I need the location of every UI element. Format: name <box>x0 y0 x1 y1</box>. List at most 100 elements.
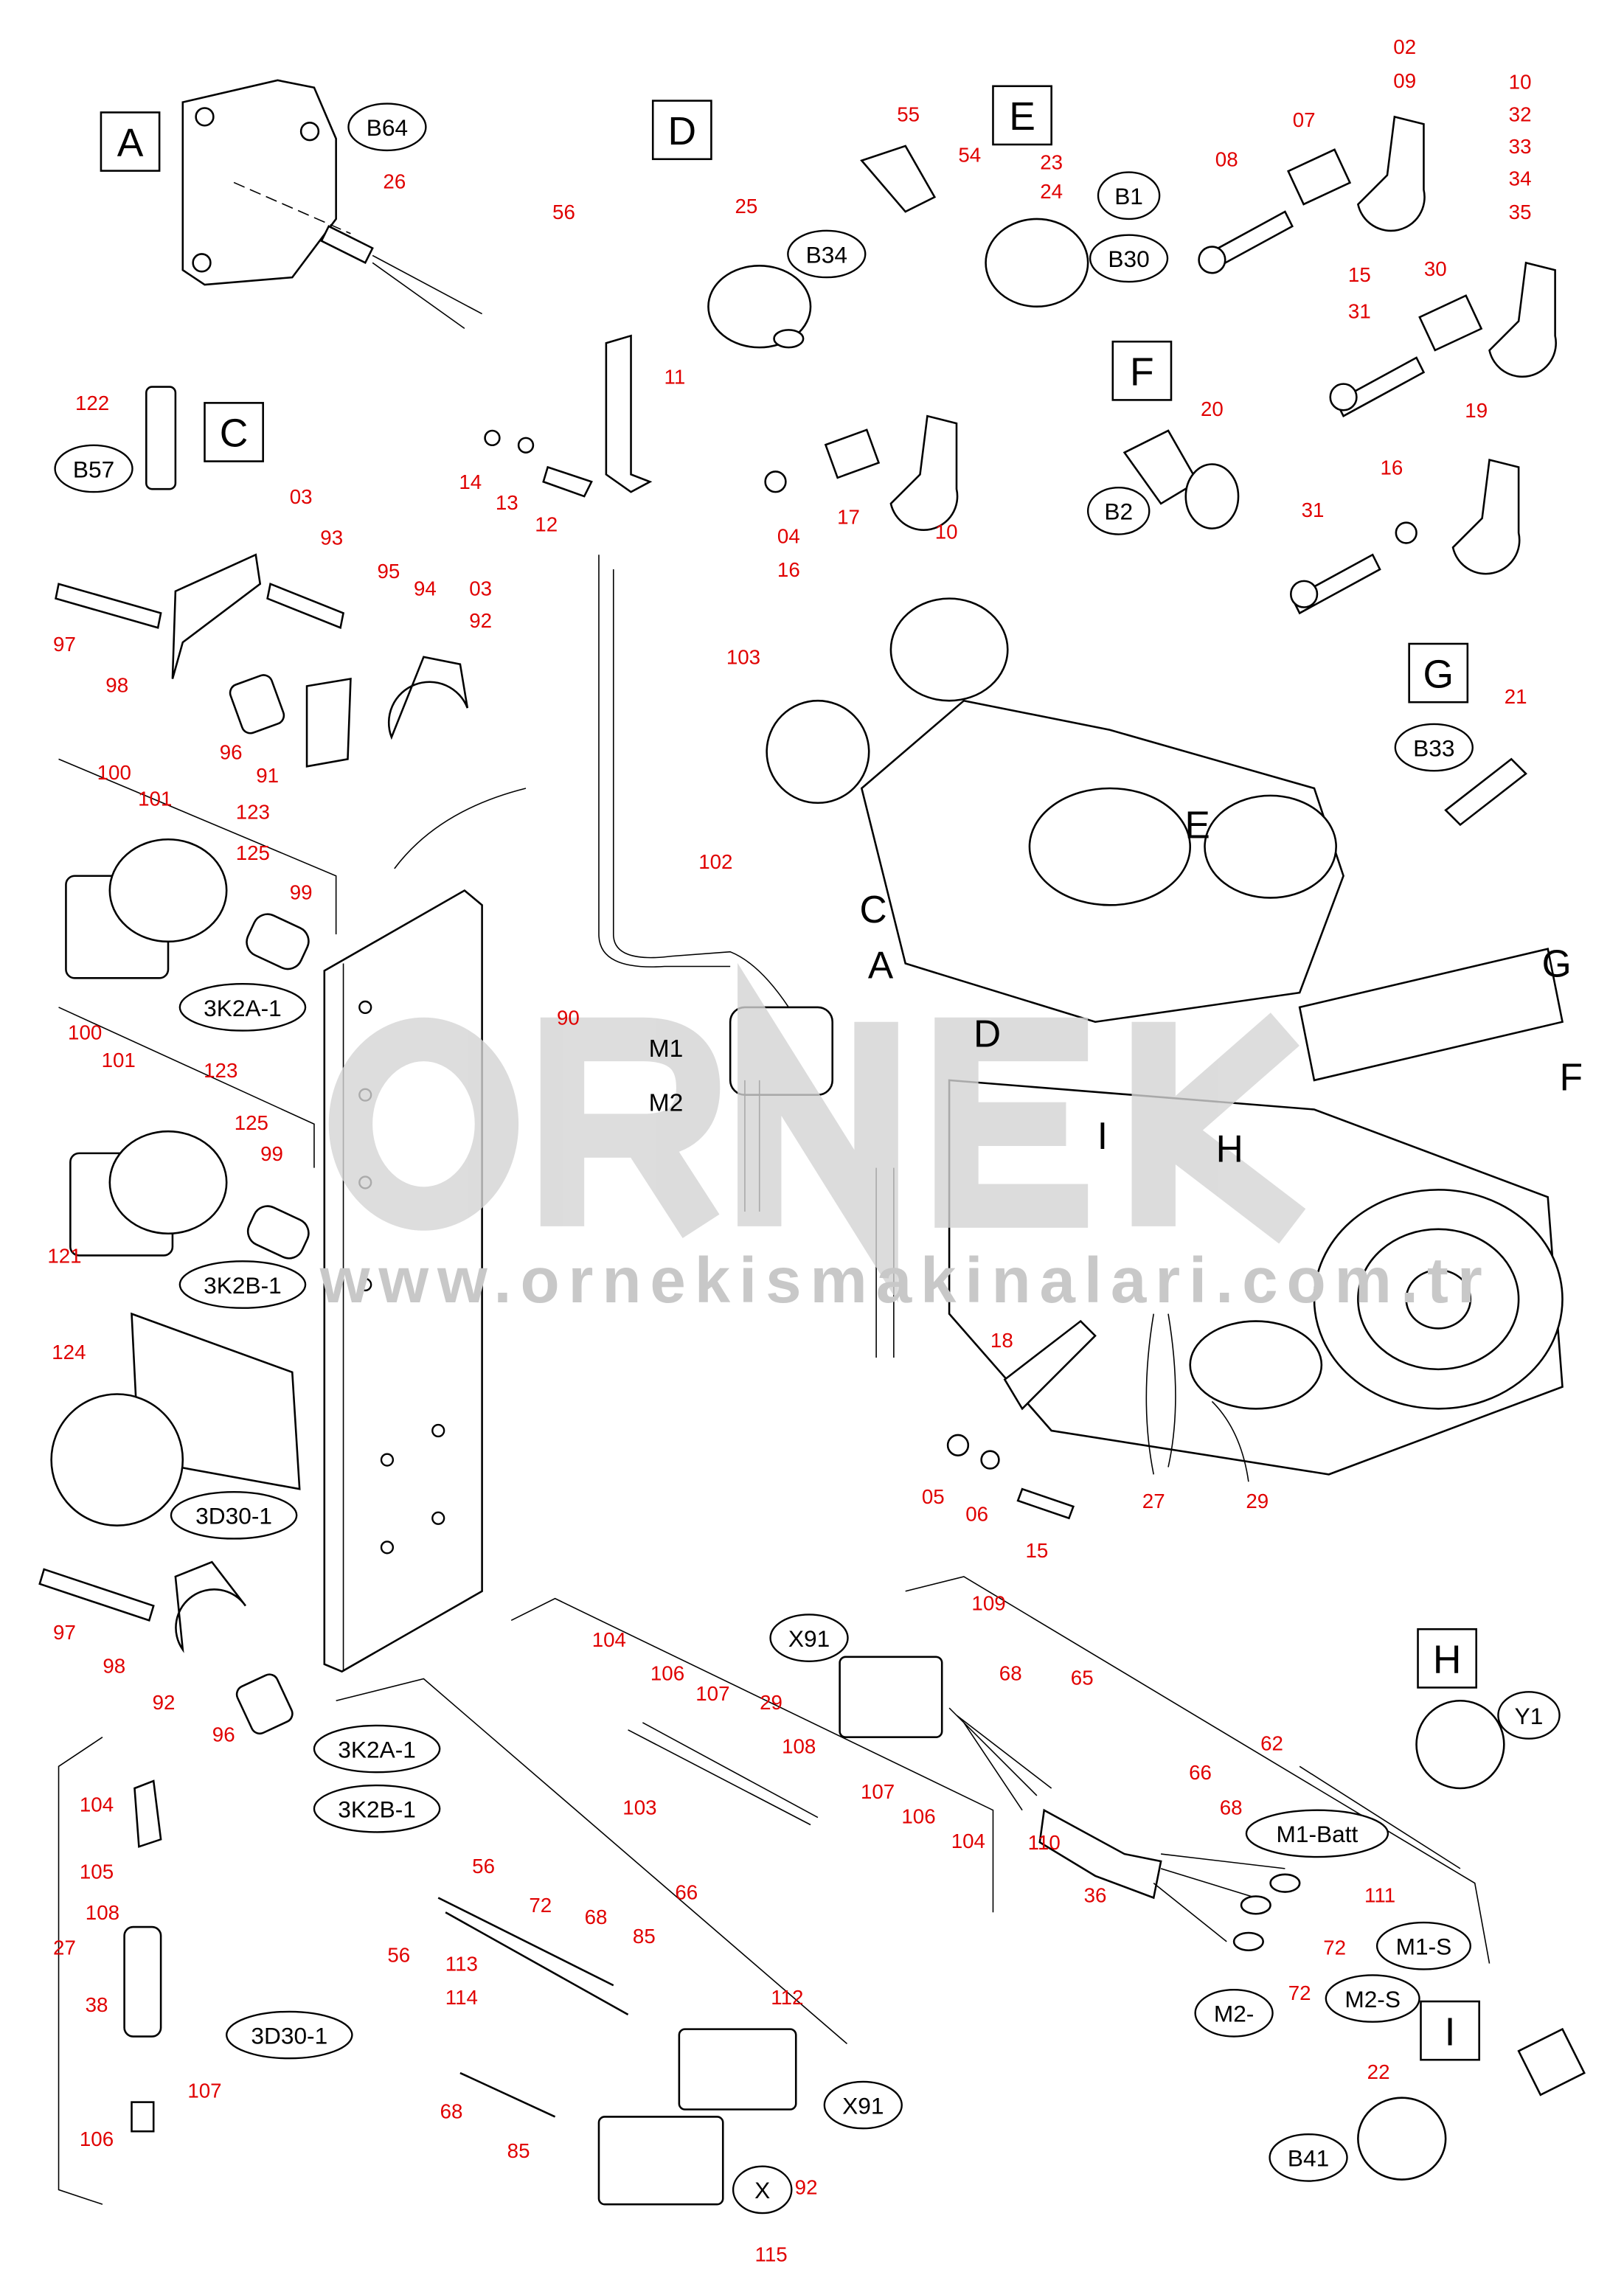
part-number: 56 <box>387 1944 410 1967</box>
part-number: 19 <box>1465 399 1488 422</box>
part-number: 125 <box>235 1111 268 1134</box>
part-number: 17 <box>837 506 860 529</box>
part-number: 56 <box>472 1855 495 1878</box>
watermark-letter-k <box>1131 1012 1306 1244</box>
part-number: 56 <box>552 201 575 223</box>
part-number: 121 <box>47 1244 81 1267</box>
reference-code: B2 <box>1104 499 1133 525</box>
part-number: 22 <box>1367 2060 1390 2083</box>
reference-code: B30 <box>1108 246 1149 272</box>
part-number: 11 <box>664 366 686 389</box>
part-number: 35 <box>1509 201 1532 223</box>
part-number: 62 <box>1260 1732 1283 1755</box>
reference-code: B34 <box>806 241 847 268</box>
view-callout-letter: E <box>1184 803 1210 846</box>
part-number: 124 <box>52 1341 86 1364</box>
part-number: 05 <box>922 1485 945 1508</box>
part-number: 55 <box>897 103 920 125</box>
part-number: 111 <box>1364 1883 1395 1906</box>
part-number: 96 <box>212 1723 235 1746</box>
reference-ellipse <box>170 1490 298 1540</box>
reference-code: 3K2A-1 <box>338 1736 416 1762</box>
part-number: 105 <box>80 1861 114 1883</box>
part-number: 103 <box>726 646 760 669</box>
part-number: 122 <box>75 392 109 414</box>
part-number: 38 <box>86 1993 108 2016</box>
reference-ellipse <box>787 229 867 279</box>
part-number: 108 <box>86 1901 119 1924</box>
part-number: 08 <box>1215 148 1238 171</box>
part-number: 104 <box>80 1793 114 1816</box>
reference-code: 3K2B-1 <box>204 1272 282 1299</box>
reference-ellipse <box>178 1260 307 1309</box>
reference-ellipse <box>313 1724 441 1774</box>
view-callout-letter: F <box>1560 1056 1583 1099</box>
reference-ellipse <box>225 2010 353 2060</box>
part-number: 104 <box>592 1628 626 1651</box>
part-number: 06 <box>965 1503 988 1526</box>
part-number: 12 <box>535 513 558 536</box>
part-number: 54 <box>958 144 981 167</box>
part-number: 123 <box>236 801 270 824</box>
part-number: 33 <box>1509 135 1532 158</box>
reference-ellipse <box>347 103 427 152</box>
watermark-letter-n <box>738 962 898 1303</box>
part-number: 10 <box>1509 71 1532 94</box>
part-number: 106 <box>650 1662 684 1685</box>
part-number: 106 <box>901 1805 935 1828</box>
watermark-brand-logo <box>328 962 1306 1303</box>
part-number: 23 <box>1040 151 1063 174</box>
part-number: 104 <box>951 1830 985 1852</box>
part-number: 103 <box>622 1796 656 1819</box>
section-box <box>204 402 264 462</box>
motor-callout: M1 <box>649 1035 684 1063</box>
reference-code: B1 <box>1114 183 1143 209</box>
part-number: 91 <box>256 764 279 787</box>
reference-code: X91 <box>842 2092 884 2119</box>
part-number: 65 <box>1071 1666 1094 1689</box>
part-number: 85 <box>507 2139 530 2162</box>
part-number: 92 <box>469 609 492 632</box>
reference-ellipse <box>823 2080 903 2130</box>
part-number: 16 <box>777 558 800 581</box>
watermark-letter-r <box>540 1017 721 1238</box>
part-number: 27 <box>1142 1490 1165 1512</box>
part-number: 26 <box>383 170 406 192</box>
part-number: 36 <box>1084 1883 1107 1906</box>
reference-ellipse <box>732 2165 793 2215</box>
section-box <box>1408 642 1469 704</box>
part-number: 68 <box>1220 1796 1243 1819</box>
part-number: 31 <box>1302 499 1325 521</box>
reference-ellipse <box>313 1784 441 1833</box>
reference-ellipse <box>1375 1921 1471 1970</box>
part-number: 16 <box>1380 456 1403 479</box>
watermark-site: www.ornekismakinalari.com.tr <box>319 1245 1491 1316</box>
section-label: I <box>1445 2010 1456 2054</box>
reference-code: M2-S <box>1344 1986 1401 2012</box>
part-number: 27 <box>53 1937 76 1959</box>
part-number: 03 <box>469 577 492 600</box>
view-callout-letter: H <box>1216 1128 1243 1170</box>
part-number: 20 <box>1201 397 1224 420</box>
part-drawings <box>38 79 1586 2206</box>
part-number: 15 <box>1025 1539 1048 1562</box>
part-number: 92 <box>153 1691 176 1714</box>
part-number: 97 <box>53 1621 76 1644</box>
section-label: H <box>1433 1639 1462 1682</box>
part-number: 123 <box>204 1059 237 1082</box>
reference-code: X <box>754 2177 770 2203</box>
reference-code: 3K2A-1 <box>204 995 282 1021</box>
part-number: 90 <box>557 1007 580 1029</box>
part-number: 99 <box>260 1142 283 1165</box>
section-box <box>992 85 1052 146</box>
reference-code: B64 <box>367 114 408 141</box>
part-number: 107 <box>695 1682 729 1705</box>
part-number: 72 <box>529 1894 552 1917</box>
part-number: 02 <box>1393 35 1416 58</box>
section-box <box>1420 2000 1480 2061</box>
part-number: 98 <box>105 673 128 696</box>
part-number: 96 <box>220 740 243 763</box>
reference-code: M1-S <box>1396 1934 1452 1960</box>
